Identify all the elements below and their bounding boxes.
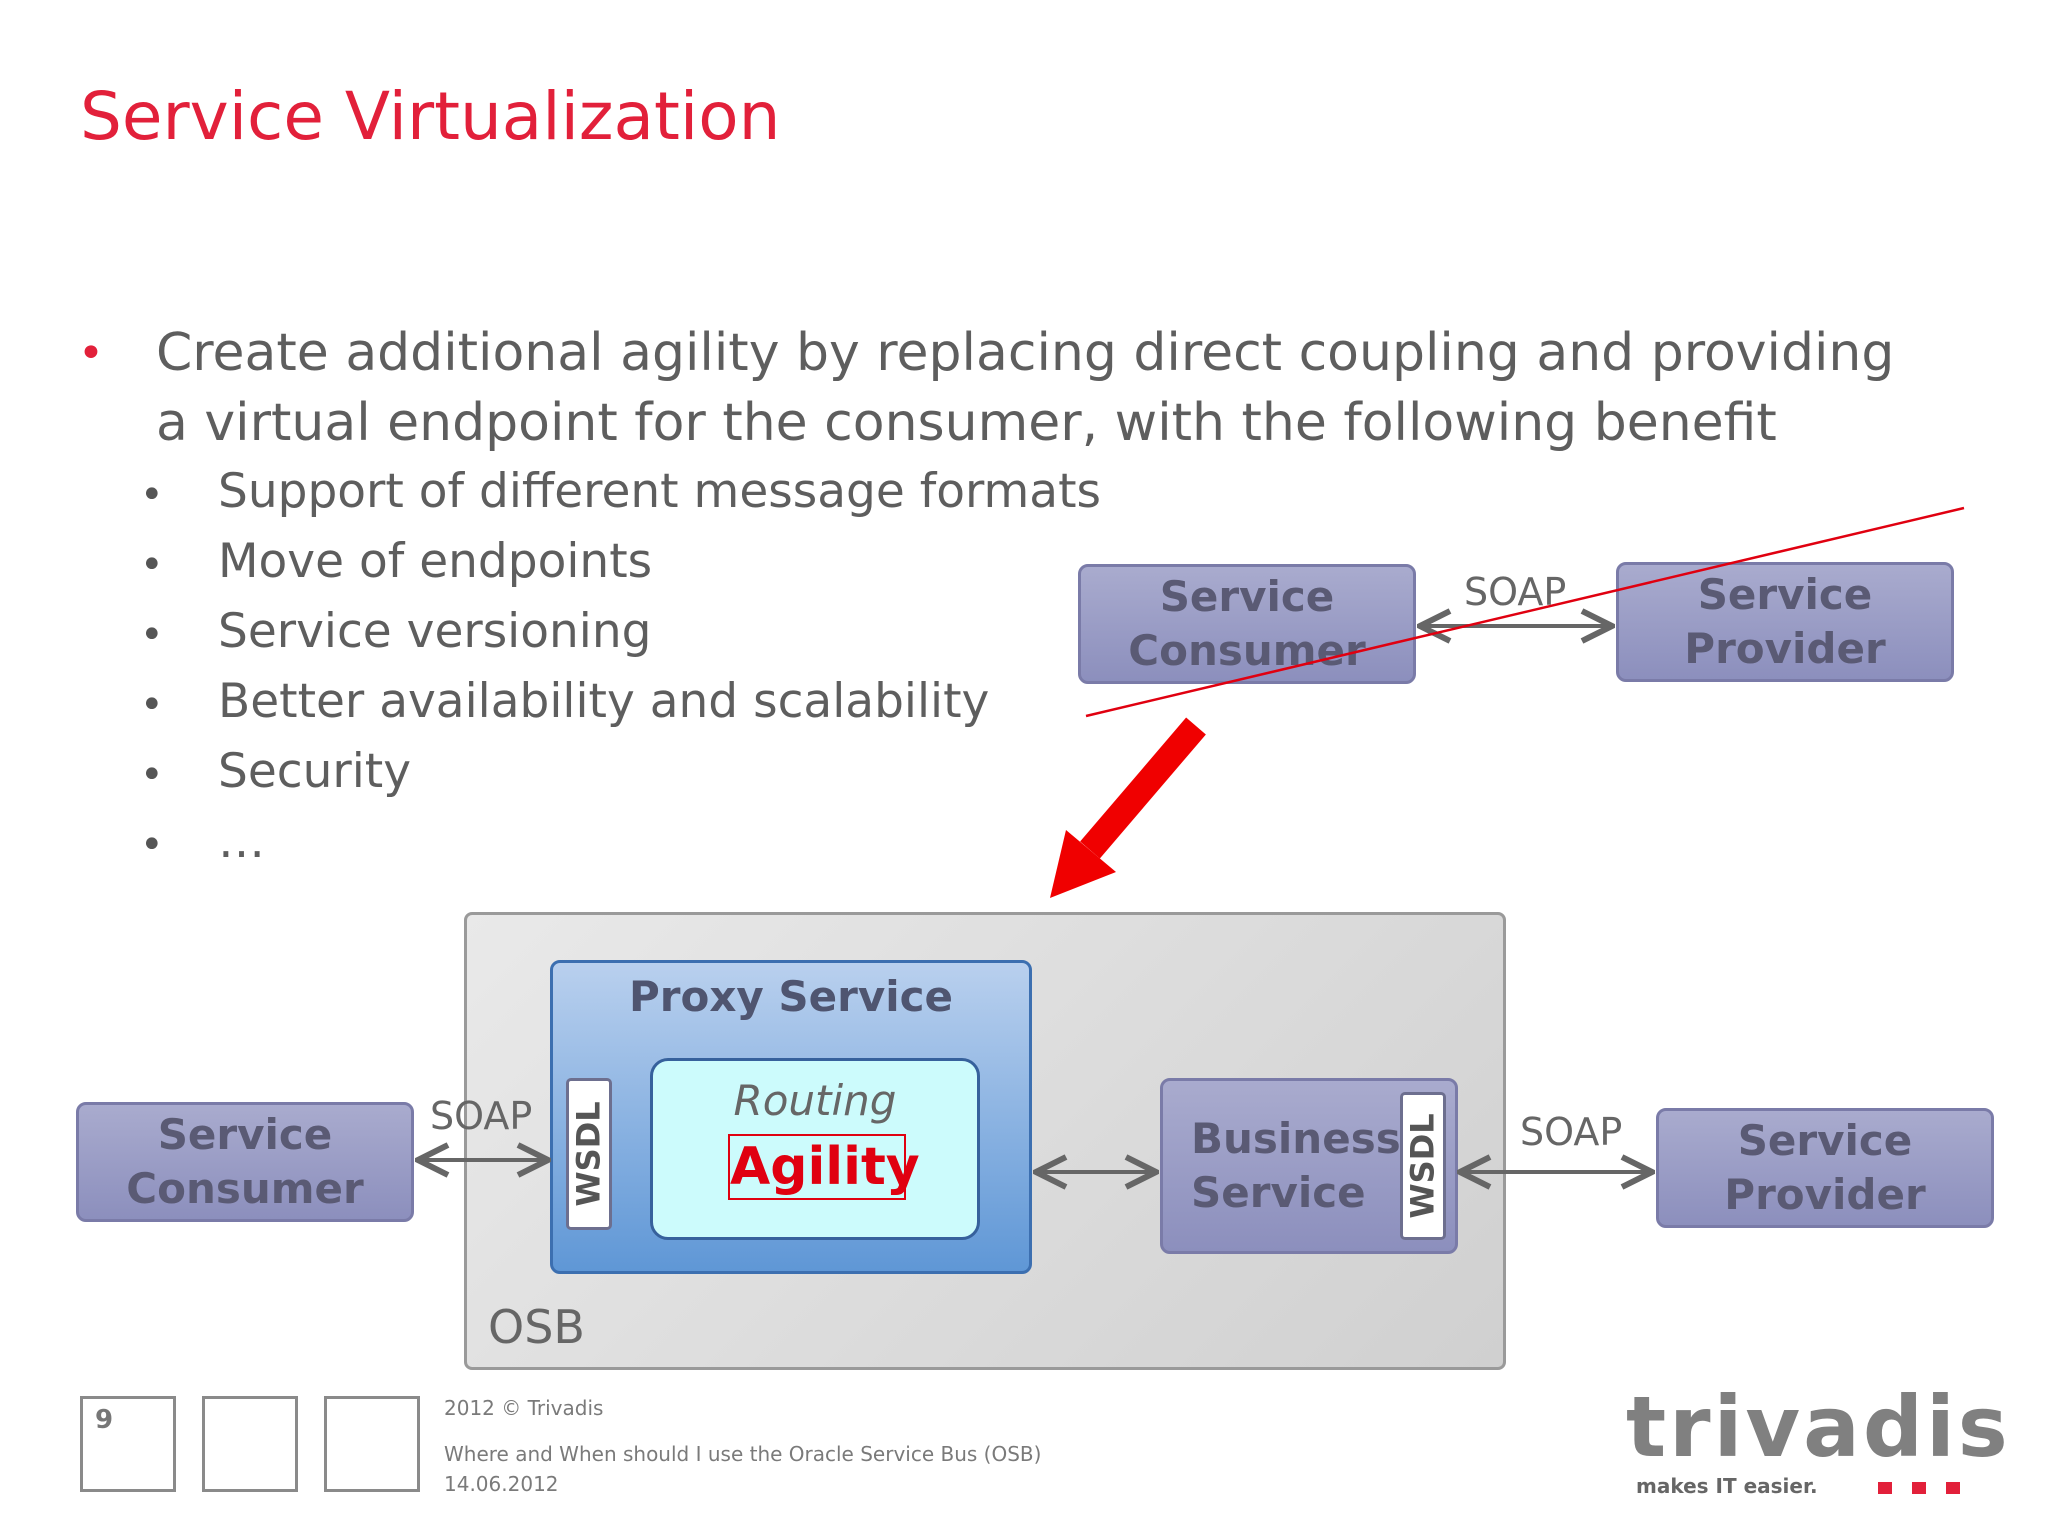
sub-bullet-item: Support of different message formats (218, 464, 1101, 519)
footer-date: 14.06.2012 (444, 1472, 559, 1496)
bottom-service-provider-label: Service Provider (1724, 1116, 1926, 1219)
routing-label: Routing (733, 1076, 897, 1125)
agility-label: Agility (728, 1134, 920, 1200)
business-wsdl-tab: WSDL (1400, 1092, 1446, 1240)
sub-bullet-marker: • (140, 682, 164, 728)
sub-bullet-marker: • (140, 612, 164, 658)
page-number-box: 9 (80, 1396, 176, 1492)
footer-copyright: 2012 © Trivadis (444, 1396, 604, 1420)
sub-bullet-item: … (218, 814, 265, 869)
sub-bullet-item: Service versioning (218, 604, 652, 659)
proxy-wsdl-tab: WSDL (566, 1078, 612, 1230)
logo-dot (1946, 1482, 1960, 1494)
routing-box (650, 1058, 980, 1240)
sub-bullet-marker: • (140, 822, 164, 868)
logo-dot (1878, 1482, 1892, 1494)
bullet-marker: • (78, 328, 104, 379)
sub-bullet-marker: • (140, 472, 164, 518)
logo-dot (1912, 1482, 1926, 1494)
logo-tagline: makes IT easier. (1636, 1474, 1818, 1498)
proxy-service-title: Proxy Service (628, 972, 954, 1021)
footer-presentation-title: Where and When should I use the Oracle S… (444, 1442, 1042, 1466)
bottom-service-consumer-label: Service Consumer (126, 1110, 364, 1213)
page-number: 9 (95, 1405, 114, 1435)
sub-bullet-item: Security (218, 744, 412, 799)
footer-box-2 (202, 1396, 298, 1492)
sub-bullet-item: Move of endpoints (218, 534, 653, 589)
top-service-provider-label: Service Provider (1684, 570, 1886, 673)
slide-title: Service Virtualization (80, 78, 781, 155)
sub-bullet-marker: • (140, 542, 164, 588)
red-transition-arrow (1050, 717, 1206, 898)
bottom-left-soap-label: SOAP (430, 1094, 533, 1138)
strike-out-line (1085, 506, 1965, 718)
bottom-right-soap-label: SOAP (1520, 1110, 1623, 1154)
footer-box-3 (324, 1396, 420, 1492)
bottom-service-provider-box: Service Provider (1656, 1108, 1994, 1228)
business-service-box: Business Service (1160, 1078, 1458, 1254)
sub-bullet-marker: • (140, 752, 164, 798)
sub-bullet-item: Better availability and scalability (218, 674, 990, 729)
trivadis-logo: trivadis (1626, 1378, 2011, 1476)
top-service-provider-box: Service Provider (1616, 562, 1954, 682)
top-service-consumer-box: Service Consumer (1078, 564, 1416, 684)
bottom-service-consumer-box: Service Consumer (76, 1102, 414, 1222)
main-bullet-text: Create additional agility by replacing d… (156, 323, 1895, 453)
top-service-consumer-label: Service Consumer (1128, 572, 1366, 675)
business-service-label: Business Service (1191, 1114, 1401, 1217)
osb-label: OSB (488, 1300, 585, 1354)
